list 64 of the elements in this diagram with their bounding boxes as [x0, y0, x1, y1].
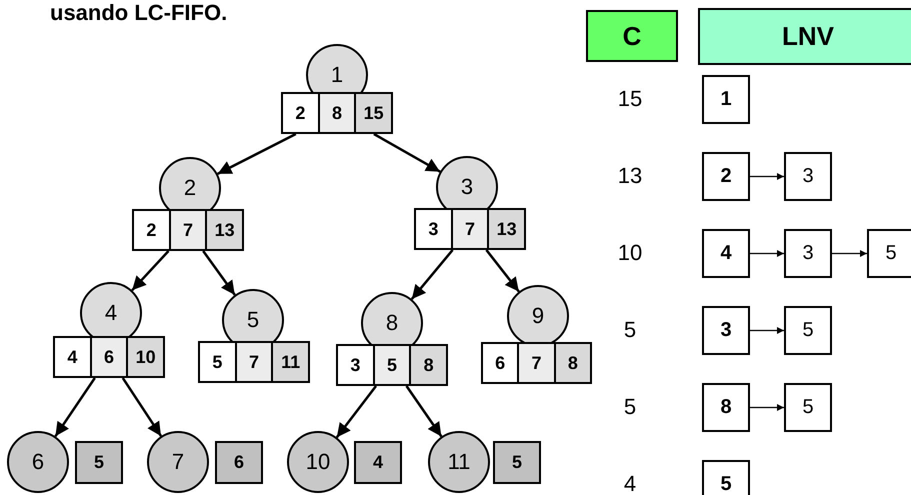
cost-value: 4	[624, 471, 636, 495]
value-cell: 15	[356, 94, 392, 132]
list-item-box: 5	[784, 383, 832, 432]
arrow	[750, 250, 784, 257]
list-item-box: 5	[867, 229, 911, 278]
list-item-box: 3	[784, 152, 832, 201]
list-item-box: 3	[784, 229, 832, 278]
arrow	[832, 250, 867, 257]
value-cell: 7	[236, 343, 274, 381]
value-row	[132, 209, 244, 251]
cost-value: 13	[618, 163, 642, 189]
list-item-box: 3	[702, 306, 750, 355]
tree-node-circle: 7	[147, 431, 209, 493]
column-header: C	[586, 10, 678, 62]
value-cell: 8	[320, 94, 356, 132]
arrow	[485, 249, 520, 292]
value-cell: 8	[556, 344, 590, 382]
value-cell: 8	[411, 346, 446, 384]
tree-node-circle: 10	[287, 431, 349, 493]
arrow	[405, 385, 442, 438]
value-row	[336, 344, 448, 386]
value-row	[481, 342, 592, 384]
value-cell: 13	[489, 210, 524, 248]
cost-value: 5	[624, 317, 636, 343]
list-item-box: 1	[702, 75, 750, 124]
value-cell: 7	[452, 210, 490, 248]
arrow	[336, 385, 377, 438]
value-row	[198, 341, 310, 383]
list-item-box: 8	[702, 383, 750, 432]
value-cell: 5	[374, 346, 412, 384]
list-item-box: 2	[702, 152, 750, 201]
list-item-box: 4	[702, 229, 750, 278]
arrow	[410, 249, 454, 300]
value-row	[281, 92, 393, 134]
list-item-box: 5	[784, 306, 832, 355]
value-row	[53, 336, 165, 378]
value-box: 6	[215, 441, 263, 484]
list-item-box: 5	[702, 460, 750, 495]
arrow	[131, 250, 170, 292]
value-cell: 11	[273, 343, 308, 381]
arrow	[217, 132, 296, 176]
value-box: 5	[493, 441, 541, 484]
arrow	[750, 173, 784, 180]
arrow	[202, 250, 236, 296]
arrow	[122, 377, 162, 437]
arrow	[373, 132, 441, 173]
value-cell: 10	[128, 338, 164, 376]
cost-value: 10	[618, 240, 642, 266]
tree-node-circle: 11	[428, 431, 490, 493]
column-header: LNV	[698, 8, 911, 65]
arrow	[54, 377, 96, 437]
value-box: 5	[75, 441, 123, 484]
cost-value: 5	[624, 394, 636, 420]
value-box: 4	[354, 441, 402, 484]
cost-value: 15	[618, 86, 642, 112]
value-cell: 6	[92, 338, 128, 376]
value-cell: 13	[207, 211, 242, 249]
value-row	[414, 208, 526, 250]
title: usando LC-FIFO.	[50, 0, 228, 26]
value-cell: 7	[170, 211, 208, 249]
value-cell: 7	[519, 344, 556, 382]
arrow	[750, 327, 784, 334]
tree-node-circle: 6	[7, 431, 69, 493]
arrow	[750, 404, 784, 411]
